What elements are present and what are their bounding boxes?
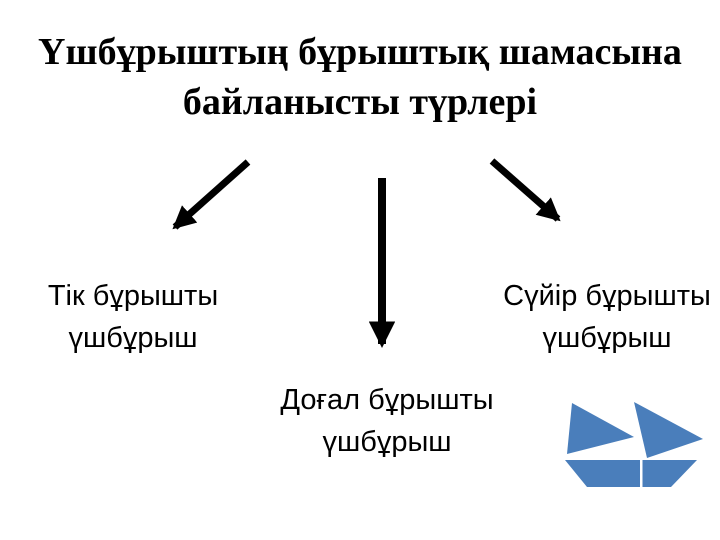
page-title: Үшбұрыштың бұрыштық шамасына байланысты … bbox=[38, 31, 682, 123]
arrow-down-left-icon bbox=[172, 159, 251, 230]
sailboat-icon bbox=[565, 402, 703, 489]
branch-label-acute-triangle: Сүйір бұрышты үшбұрыш bbox=[503, 280, 711, 354]
sailboat-hull-divider bbox=[640, 458, 643, 489]
sailboat-right-sail bbox=[634, 402, 703, 458]
branch-label-obtuse-triangle: Доғал бұрышты үшбұрыш bbox=[280, 384, 494, 458]
sailboat-left-sail bbox=[567, 403, 634, 454]
branch-label-right-triangle: Тік бұрышты үшбұрыш bbox=[47, 280, 219, 354]
arrow-down-right-icon bbox=[489, 158, 561, 222]
sailboat-hull bbox=[565, 460, 697, 487]
